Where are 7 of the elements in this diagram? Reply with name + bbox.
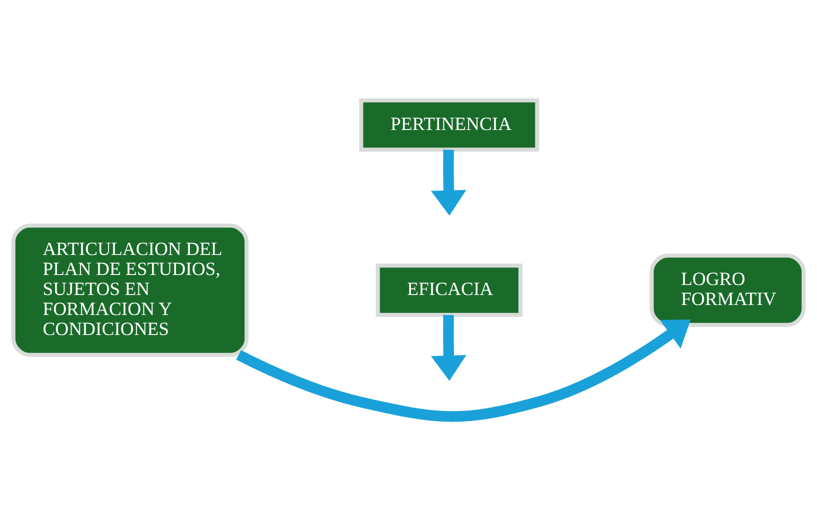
node-box: LOGRO FORMATIV [650, 254, 806, 327]
node-box: ARTICULACION DEL PLAN DE ESTUDIOS, SUJETOS EN FORMACION Y CONDICIONES [11, 224, 249, 357]
arrow [430, 150, 466, 216]
arrow [430, 314, 466, 381]
node-box: PERTINENCIA [359, 98, 540, 152]
node-box: EFICACIA [376, 264, 522, 317]
arrow [236, 319, 691, 422]
